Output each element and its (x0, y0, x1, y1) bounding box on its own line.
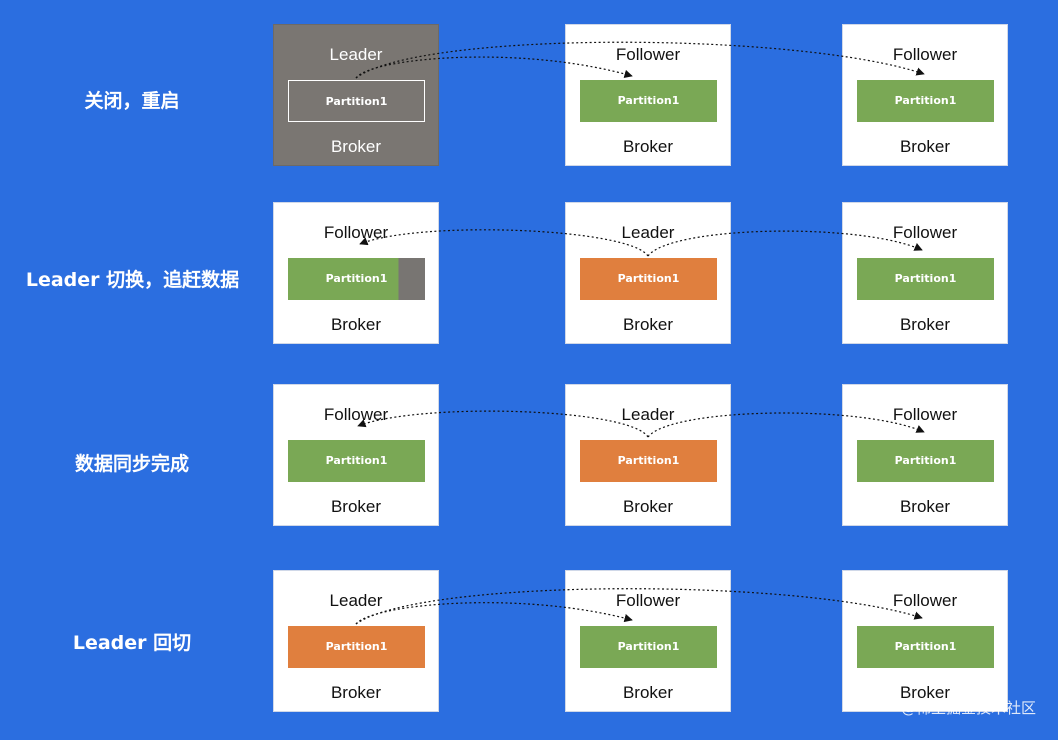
partition-block-follower: Partition1 (857, 258, 994, 300)
row-label-1: 关闭，重启 (84, 90, 180, 112)
partition-block-leader: Partition1 (580, 258, 717, 300)
partition-block-follower: Partition1 (580, 80, 717, 122)
broker-role: Follower (615, 591, 681, 610)
partition-block-follower: Partition1 (580, 626, 717, 668)
broker-role: Follower (892, 223, 958, 242)
partition-block-follower: Partition1 (857, 440, 994, 482)
broker-r3-c3: Follower Partition1 Broker (842, 384, 1008, 526)
broker-r2-c1: Follower Partition1 Broker (273, 202, 439, 344)
watermark: @稀土掘金技术社区 (900, 699, 1036, 717)
broker-name: Broker (622, 497, 674, 516)
broker-role: Follower (892, 45, 958, 64)
broker-role: Leader (621, 223, 675, 242)
broker-role: Follower (323, 405, 389, 424)
broker-name: Broker (622, 315, 674, 334)
broker-role: Follower (892, 591, 958, 610)
broker-r4-c1: Leader Partition1 Broker (273, 570, 439, 712)
broker-name: Broker (330, 315, 382, 334)
broker-r4-c2: Follower Partition1 Broker (565, 570, 731, 712)
row-label-4: Leader 回切 (72, 632, 192, 654)
broker-r4-c3: Follower Partition1 Broker (842, 570, 1008, 712)
broker-name: Broker (330, 683, 382, 702)
broker-r1-c2: Follower Partition1 Broker (565, 24, 731, 166)
partition-block-offline: Partition1 (288, 80, 425, 122)
partition-block-follower: Partition1 (857, 80, 994, 122)
broker-role: Leader (329, 591, 383, 610)
broker-role: Leader (329, 45, 383, 64)
broker-role: Follower (323, 223, 389, 242)
partition-block-follower: Partition1 (288, 440, 425, 482)
partition-block-leader: Partition1 (580, 440, 717, 482)
broker-name: Broker (622, 137, 674, 156)
broker-r1-c1: Leader Partition1 Broker (273, 24, 439, 166)
broker-name: Broker (330, 137, 382, 156)
row-label-2: Leader 切换，追赶数据 (25, 269, 240, 291)
broker-r3-c2: Leader Partition1 Broker (565, 384, 731, 526)
broker-name: Broker (899, 683, 951, 702)
broker-name: Broker (330, 497, 382, 516)
partition-block-follower: Partition1 (857, 626, 994, 668)
partition-block-lagging: Partition1 (288, 258, 425, 300)
broker-name: Broker (622, 683, 674, 702)
broker-r2-c2: Leader Partition1 Broker (565, 202, 731, 344)
broker-role: Follower (892, 405, 958, 424)
broker-r3-c1: Follower Partition1 Broker (273, 384, 439, 526)
broker-r2-c3: Follower Partition1 Broker (842, 202, 1008, 344)
broker-role: Follower (615, 45, 681, 64)
broker-name: Broker (899, 497, 951, 516)
broker-name: Broker (899, 315, 951, 334)
broker-r1-c3: Follower Partition1 Broker (842, 24, 1008, 166)
partition-block-leader: Partition1 (288, 626, 425, 668)
row-label-3: 数据同步完成 (74, 453, 189, 475)
broker-role: Leader (621, 405, 675, 424)
broker-name: Broker (899, 137, 951, 156)
